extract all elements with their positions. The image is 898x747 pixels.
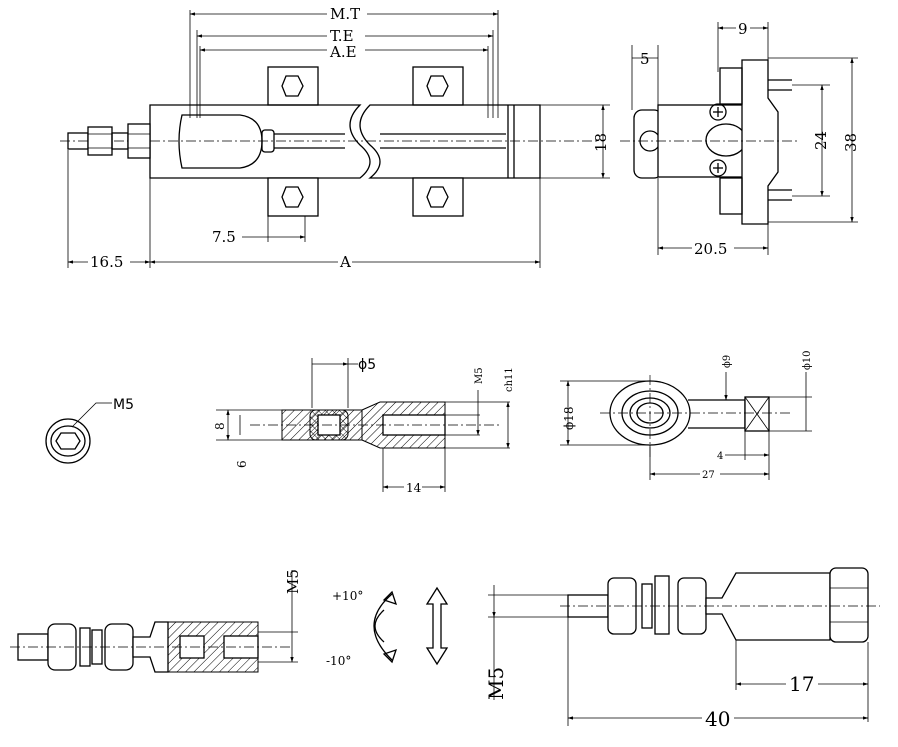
hex-bolt-icon [426,75,449,97]
dim-label-8: 8 [213,422,227,430]
dim-label-24: 24 [812,131,830,150]
dim-label-9: 9 [738,20,748,38]
arc-arrow-up-icon [382,590,398,606]
joint-washer-big [654,575,670,635]
label-bg [702,706,734,726]
dim-label-17: 17 [789,672,814,696]
dim-label-7-5: 7.5 [212,228,236,246]
label-bg [404,481,422,493]
label-bg [786,672,818,692]
arc-arrow-down-icon [382,648,398,664]
hex-diag [744,396,770,432]
axial-float-arrow-icon [425,586,449,666]
hex-bolt-icon [281,186,304,208]
label-bg [327,5,367,21]
screw-icon [709,159,727,177]
hex-bolt-icon [426,186,449,208]
dim-label-6: 6 [235,460,249,468]
leader-line [71,402,112,428]
dim-label-phi10: ϕ10 [802,350,813,370]
dim-label-27: 27 [702,470,715,481]
dim-label-m5: M5 [474,367,485,384]
mount-bracket-top-left [267,66,319,106]
nut-label-m5: M5 [113,397,134,413]
piston [178,114,263,169]
mount-flange [741,59,779,225]
dim-label-14: 14 [406,481,422,495]
screw-icon [709,103,727,121]
dim-label-40: 40 [705,707,730,731]
fitting-top [719,67,743,105]
mount-bracket-top-right [412,66,464,106]
hex-nut-icon [55,432,81,450]
joint-end-hex [829,567,869,643]
angle-minus-label: -10° [326,654,351,668]
label-bg [327,28,365,42]
floating-joint-external: M5 17 40 [484,567,880,731]
cylinder-side-view: 5 9 24 38 [620,20,860,258]
rotation-arc-icon [373,593,393,661]
nut [127,123,151,159]
dim-label-ae: A.E [329,43,357,61]
label-bg [338,253,352,267]
dim-label-phi9: ϕ9 [722,355,733,368]
dim-label-te: T.E [330,27,354,45]
label-bg [692,240,734,254]
cylinder-body-left [149,104,371,179]
nut [87,126,113,156]
hex-bolt-icon [281,75,304,97]
nut-outer [45,418,91,464]
dim-label-m5: M5 [284,569,302,594]
label-bg [736,20,750,35]
dim-label-ch11: ch11 [504,367,515,392]
label-bg [327,43,365,57]
dim-label-38: 38 [842,133,860,152]
dim-label-16-5: 16.5 [90,253,123,271]
angle-plus-label: +10° [332,589,363,603]
mount-bracket-bottom-left [267,177,319,217]
mount-bracket-bottom-right [412,177,464,217]
dim-label-phi18: ϕ18 [562,407,576,430]
dim-label-18: 18 [592,133,610,152]
dim-label-4: 4 [717,451,723,462]
label-bg [88,253,130,267]
dim-label-a: A [339,253,351,271]
cylinder-front-view: M.T T.E A.E [60,5,610,271]
dim-label-5: 5 [640,50,650,68]
fitting-bottom [719,177,743,215]
nut-inner [50,425,86,457]
eye-shank [688,399,746,429]
label-bg [700,468,720,480]
cylinder-body-right [359,104,541,179]
dim-label-20-5: 20.5 [694,240,727,258]
dim-label-mt: M.T [330,5,360,23]
m5-nut-view: M5 [45,397,134,464]
dim-label-phi5: ϕ5 [358,357,376,373]
joint-body [705,572,831,641]
floating-joint-section: M5 [10,569,302,673]
rotation-arc-inner [374,609,385,643]
float-range-symbols: +10° -10° [326,586,449,668]
dim-label-m5: M5 [484,667,508,700]
rod-eye-view: ϕ18 ϕ9 ϕ10 4 27 [560,350,813,481]
clevis-section-view: ϕ5 M5 ch11 8 6 14 [213,357,515,495]
